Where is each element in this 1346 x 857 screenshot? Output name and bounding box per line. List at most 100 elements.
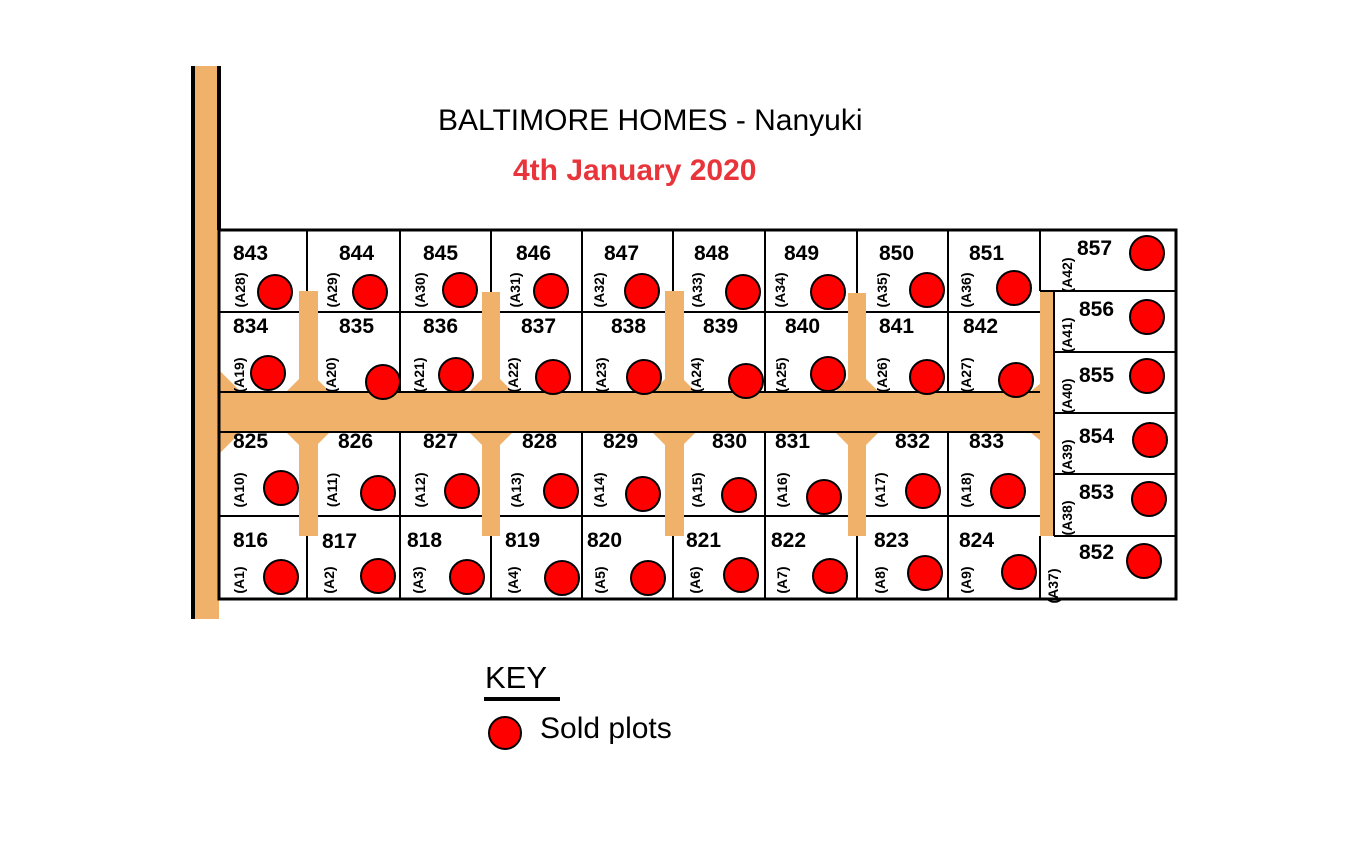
plot-838[interactable]: 838(A23) — [593, 315, 662, 395]
plot-822[interactable]: 822 (A7) — [771, 529, 848, 594]
plot-code: (A13) — [508, 472, 524, 507]
map-title: BALTIMORE HOMES - Nanyuki — [438, 104, 863, 137]
plot-816[interactable]: 816(A1) — [231, 529, 299, 595]
plot-number: 841 — [879, 315, 914, 338]
sold-marker-icon — [1129, 235, 1165, 271]
plot-854[interactable]: 854(A39) — [1059, 422, 1168, 475]
sold-marker-icon — [723, 557, 759, 593]
plot-839[interactable]: 839(A24) — [688, 315, 764, 399]
sold-marker-icon — [1131, 481, 1167, 517]
sold-marker-icon — [365, 364, 401, 400]
plot-818[interactable]: 818 (A3) — [407, 529, 485, 595]
plot-832[interactable]: 832(A17) — [872, 430, 941, 509]
plot-847[interactable]: 847(A32) — [591, 242, 660, 309]
plot-number: 838 — [611, 315, 646, 338]
plot-labels: 843(A28) 844(A29) 845(A30) 846(A31) 847(A32)… — [231, 235, 1168, 604]
plot-843[interactable]: 843(A28) — [232, 242, 293, 310]
plot-855[interactable]: 855(A40) — [1059, 358, 1165, 414]
plot-824[interactable]: 824(A9) — [958, 529, 1037, 594]
plot-number: 840 — [785, 315, 820, 338]
plot-code: (A21) — [411, 357, 427, 392]
plot-code: (A16) — [774, 472, 790, 507]
plot-856[interactable]: 856(A41) — [1059, 298, 1165, 353]
plot-code: (A3) — [410, 566, 426, 593]
plot-835[interactable]: 835 (A20) — [323, 315, 401, 400]
plot-823[interactable]: 823(A8) — [872, 529, 943, 594]
plot-819[interactable]: 819(A4) — [505, 529, 580, 596]
plot-834[interactable]: 834(A19) — [231, 315, 286, 393]
plot-code: (A20) — [323, 357, 339, 392]
plot-841[interactable]: 841(A26) — [874, 315, 945, 395]
plot-840[interactable]: 840(A25) — [773, 315, 846, 393]
plot-820[interactable]: 820 (A5) — [587, 529, 666, 596]
plot-853[interactable]: 853(A38) — [1059, 481, 1167, 536]
sold-marker-icon — [812, 558, 848, 594]
plot-833[interactable]: 833(A18) — [958, 430, 1026, 509]
plot-number: 853 — [1079, 481, 1114, 504]
sold-marker-icon — [1129, 358, 1165, 394]
plot-code: (A7) — [774, 566, 790, 593]
plot-842[interactable]: 842(A27) — [958, 315, 1034, 398]
plot-number: 848 — [694, 242, 729, 265]
plot-code: (A11) — [324, 473, 340, 507]
plot-code: (A37) — [1045, 568, 1061, 603]
sold-marker-icon — [810, 274, 846, 310]
plot-848[interactable]: 848(A33) — [689, 242, 761, 310]
plot-code: (A5) — [592, 566, 608, 593]
plot-number: 837 — [521, 315, 556, 338]
sold-marker-icon — [909, 359, 945, 395]
plot-850[interactable]: 850(A35) — [874, 242, 945, 308]
plot-836[interactable]: 836(A21) — [411, 315, 474, 393]
plot-code: (A9) — [958, 566, 974, 593]
plot-825[interactable]: 825(A10) — [231, 430, 299, 508]
plot-number: 822 — [771, 529, 806, 552]
map-date: 4th January 2020 — [513, 154, 757, 187]
key-underline — [484, 697, 560, 701]
plot-857[interactable]: 857(A42) — [1059, 235, 1165, 293]
plot-number: 829 — [603, 430, 638, 453]
sold-marker-icon — [728, 363, 764, 399]
sold-marker-icon — [721, 477, 757, 513]
plot-821[interactable]: 821(A6) — [686, 529, 759, 594]
plot-849[interactable]: 849(A34) — [772, 242, 846, 310]
plot-code: (A15) — [689, 472, 705, 507]
plot-number: 818 — [407, 529, 442, 552]
plot-830[interactable]: 830(A15) — [689, 430, 757, 513]
plot-852[interactable]: 852(A37) — [1045, 541, 1162, 604]
sold-marker-icon — [1126, 543, 1162, 579]
plot-831[interactable]: 831(A16) — [774, 430, 842, 515]
plot-code: (A4) — [505, 566, 521, 593]
sold-marker-icon — [624, 273, 660, 309]
plot-number: 835 — [339, 315, 374, 338]
sold-marker-icon — [810, 356, 846, 392]
plot-846[interactable]: 846(A31) — [507, 242, 569, 309]
plot-code: (A1) — [231, 566, 247, 593]
sold-marker-icon — [1001, 554, 1037, 590]
plot-boundaries — [191, 66, 1178, 619]
sold-marker-icon — [257, 274, 293, 310]
plot-number: 820 — [587, 529, 622, 552]
sold-marker-icon — [263, 470, 299, 506]
plot-851[interactable]: 851(A36) — [958, 242, 1032, 308]
sold-marker-icon — [1132, 422, 1168, 458]
plot-code: (A17) — [872, 472, 888, 507]
plot-817[interactable]: 817(A2) — [321, 530, 396, 594]
plot-829[interactable]: 829(A14) — [591, 430, 661, 512]
sold-marker-icon — [488, 716, 522, 750]
sold-marker-icon — [990, 473, 1026, 509]
plot-844[interactable]: 844(A29) — [324, 242, 388, 310]
plot-826[interactable]: 826(A11) — [324, 430, 396, 511]
sold-marker-icon — [543, 473, 579, 509]
plot-number: 825 — [233, 430, 268, 453]
plot-code: (A34) — [772, 272, 788, 307]
plot-837[interactable]: 837(A22) — [505, 315, 571, 395]
plot-828[interactable]: 828(A13) — [508, 430, 579, 509]
sold-marker-icon — [544, 560, 580, 596]
plot-code: (A2) — [321, 566, 337, 593]
plot-827[interactable]: 827(A12) — [412, 430, 480, 509]
sold-marker-icon — [996, 270, 1032, 306]
plot-845[interactable]: 845(A30) — [412, 242, 478, 308]
plot-number: 851 — [969, 242, 1004, 265]
